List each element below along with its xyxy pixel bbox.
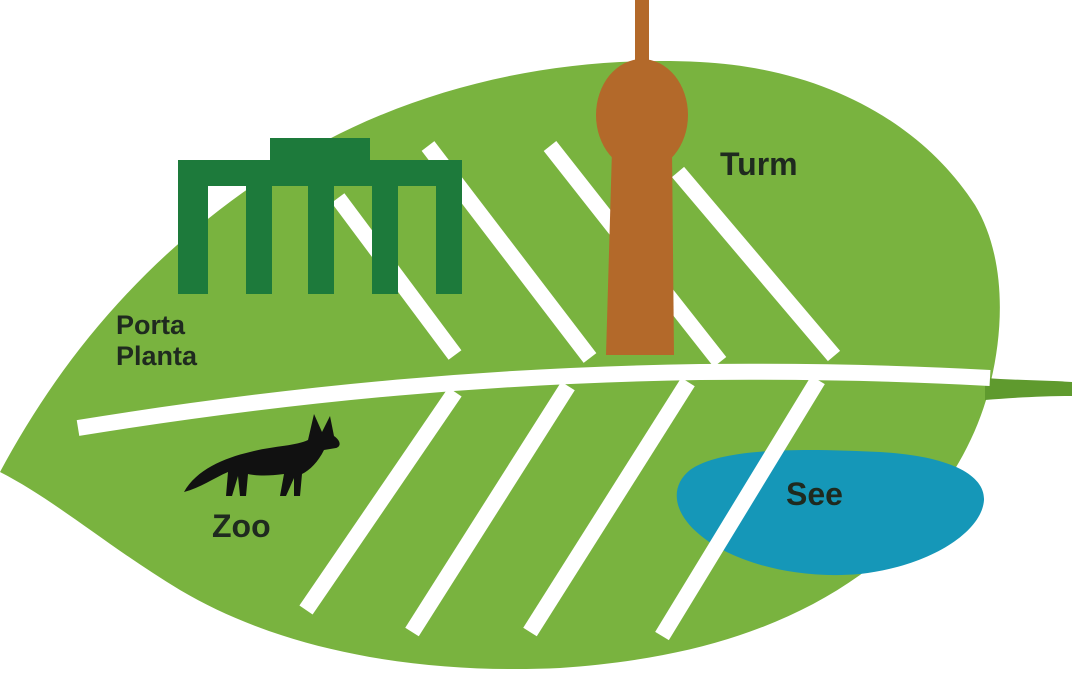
tv-tower-icon xyxy=(596,0,688,355)
fox-icon xyxy=(184,414,340,496)
porta-planta-label: Porta Planta xyxy=(116,310,197,372)
side-road xyxy=(299,387,462,615)
porta-planta-label-line2: Planta xyxy=(116,341,198,372)
porta-planta-label-line1: Porta xyxy=(116,310,186,340)
side-road xyxy=(655,375,825,641)
side-road xyxy=(405,381,575,637)
turm-label: Turm xyxy=(720,146,798,182)
see-label: See xyxy=(786,476,843,512)
side-road xyxy=(523,377,695,637)
side-road xyxy=(671,166,841,362)
main-road xyxy=(76,363,991,436)
zoo-label: Zoo xyxy=(212,508,271,544)
leaf-stem xyxy=(985,378,1072,400)
brandenburg-gate-icon xyxy=(178,138,462,294)
